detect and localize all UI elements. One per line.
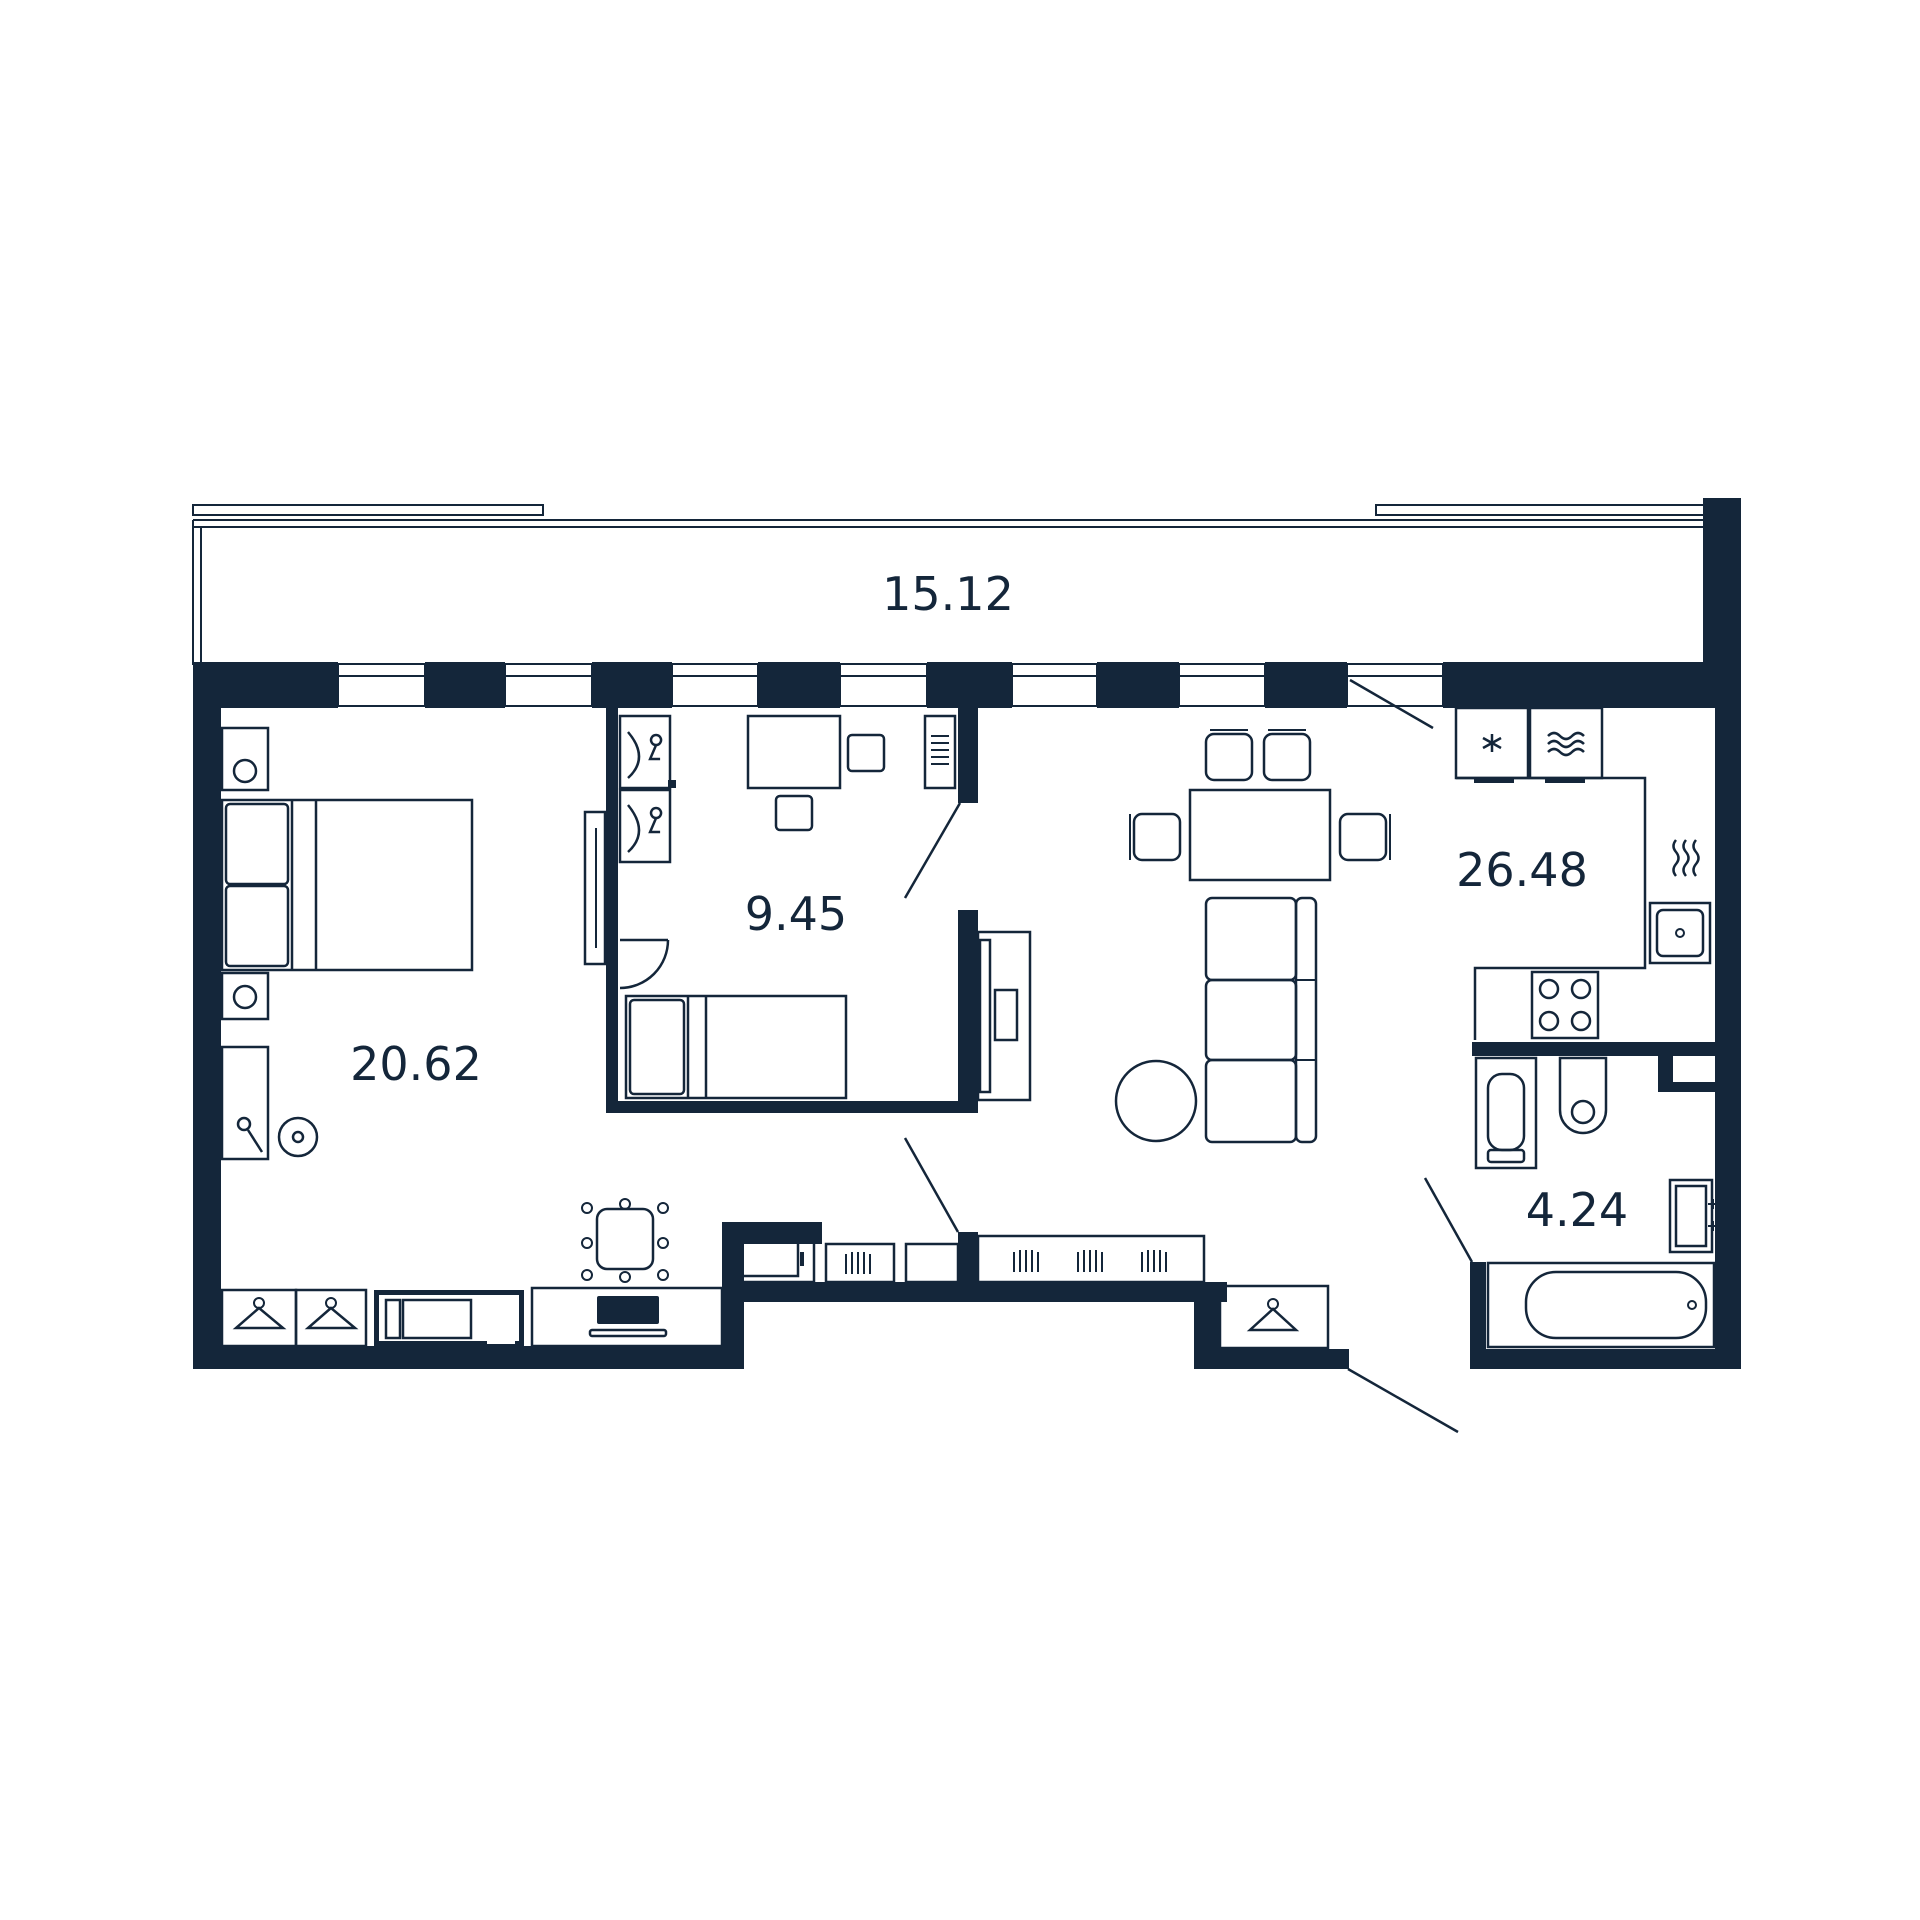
radiator-icon xyxy=(1672,839,1700,877)
sink-icon xyxy=(1648,901,1712,965)
hallway-furniture xyxy=(734,1230,1330,1350)
study-desk xyxy=(746,714,842,790)
hanger-icon xyxy=(304,1297,359,1330)
living-furniture xyxy=(1114,706,1712,1144)
room-area-bathroom: 4.24 xyxy=(1526,1183,1628,1237)
stove-icon xyxy=(1530,970,1600,1040)
sink-icon xyxy=(627,731,663,779)
bed-icon xyxy=(220,798,474,972)
chair-icon xyxy=(581,1198,669,1283)
hanger-icon xyxy=(232,1297,287,1330)
freezer-icon xyxy=(1482,734,1502,752)
tv-stand xyxy=(976,930,1032,1102)
radiator-icon xyxy=(976,1234,1206,1284)
towel-rail-icon xyxy=(1668,1178,1718,1254)
laptop-icon xyxy=(588,1296,668,1338)
chair-icon xyxy=(774,794,814,832)
room-area-living-kitchen: 26.48 xyxy=(1456,843,1588,897)
bathroom-furniture xyxy=(1474,1056,1718,1349)
windows xyxy=(337,663,1444,730)
hair-dryer-icon xyxy=(236,1116,264,1153)
entry-wardrobe xyxy=(1218,1284,1330,1350)
radiator-icon xyxy=(824,1242,896,1284)
door-swings xyxy=(619,802,1474,1434)
balcony xyxy=(192,498,1741,665)
nightstand-top xyxy=(220,726,270,792)
outer-walls xyxy=(193,662,1741,1369)
sofa-icon xyxy=(1204,896,1318,1144)
room-area-study: 9.45 xyxy=(745,887,847,941)
coffee-table xyxy=(1114,1059,1198,1143)
heating-icon xyxy=(1547,731,1585,757)
chair-icon xyxy=(1132,812,1182,862)
desk xyxy=(530,1286,724,1348)
bathtub-icon xyxy=(1486,1261,1716,1349)
bedroom-furniture xyxy=(220,726,724,1348)
bed-icon xyxy=(624,994,848,1100)
sink-icon xyxy=(627,804,663,853)
hanger-icon xyxy=(1246,1298,1300,1332)
washing-machine-icon xyxy=(1474,1056,1538,1170)
room-area-bedroom: 20.62 xyxy=(350,1037,482,1091)
dining-table-icon xyxy=(1188,788,1332,882)
room-area-balcony: 15.12 xyxy=(882,567,1014,621)
chair-icon xyxy=(1262,732,1312,782)
study-furniture xyxy=(618,714,1032,1102)
chair-icon xyxy=(846,733,886,773)
interior-walls xyxy=(606,708,1715,1369)
chair-icon xyxy=(1338,812,1388,862)
toilet-icon xyxy=(1558,1056,1608,1135)
washing-machine-icon xyxy=(734,1230,816,1284)
chair-icon xyxy=(1204,732,1254,782)
wardrobe xyxy=(220,1288,368,1348)
nightstand-bottom xyxy=(220,971,270,1021)
wash-basin-icon xyxy=(277,1116,319,1158)
radiator-icon xyxy=(923,714,957,790)
boiler xyxy=(1528,706,1604,780)
